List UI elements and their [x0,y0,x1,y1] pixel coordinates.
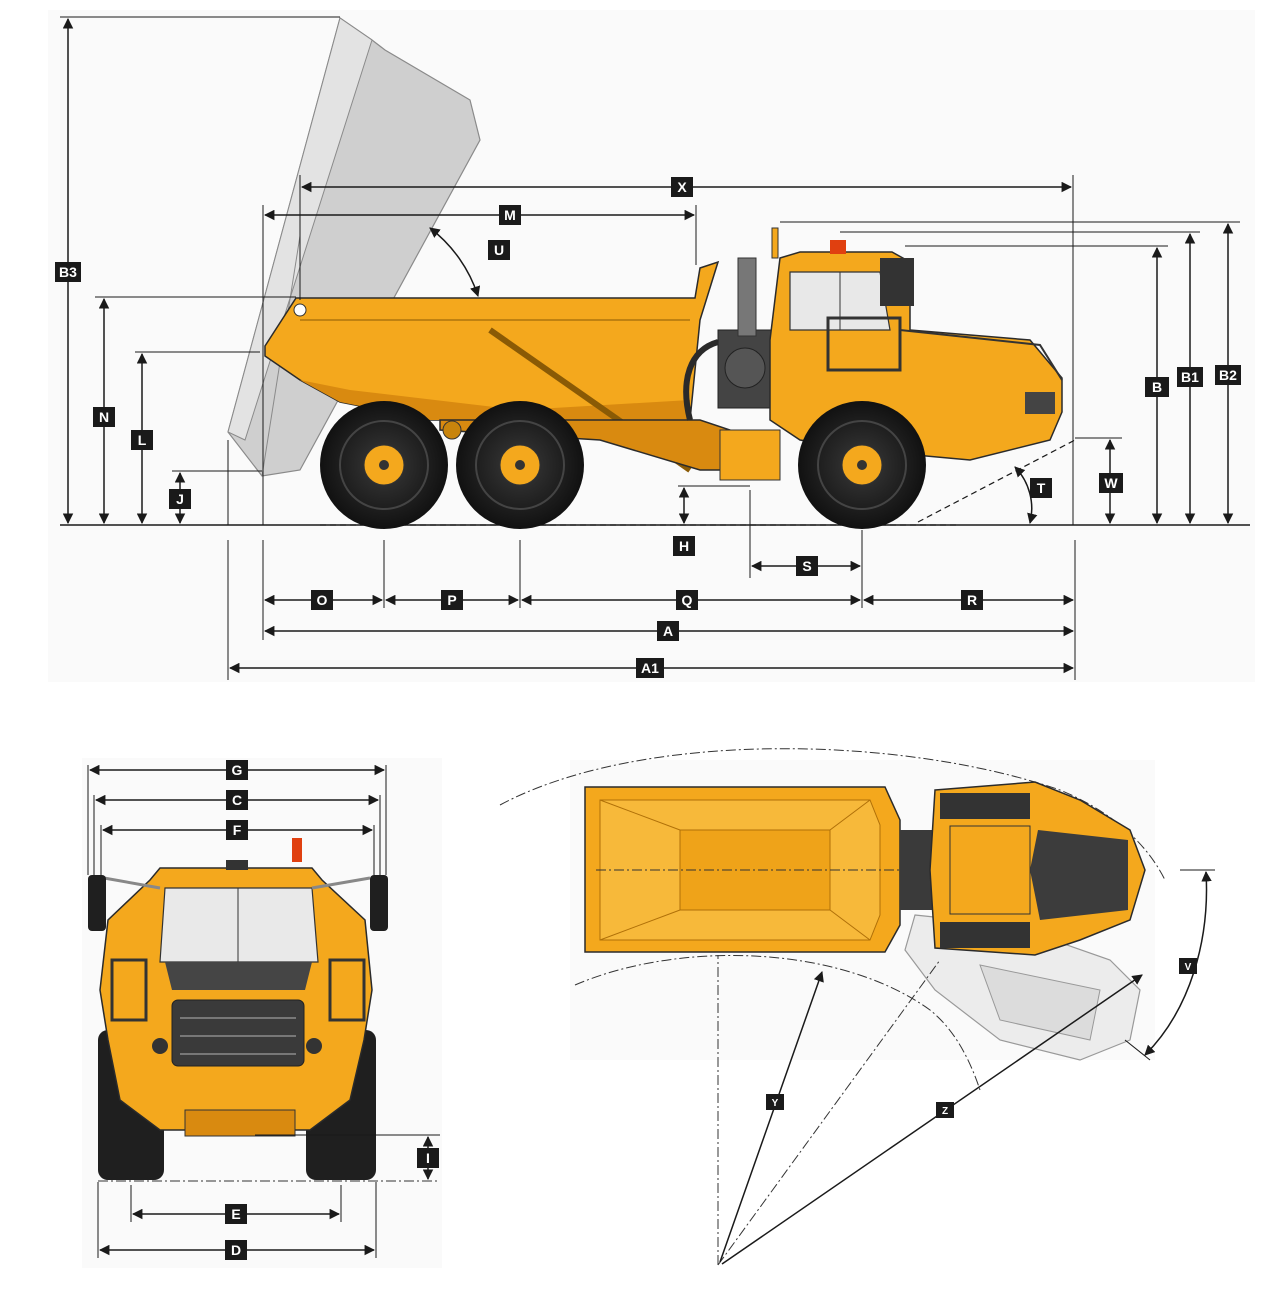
rear-tire-2 [456,401,584,529]
svg-text:R: R [967,592,977,608]
svg-text:M: M [504,207,516,223]
svg-text:Y: Y [772,1098,779,1109]
label-p: P [441,590,463,610]
svg-text:G: G [232,762,243,778]
svg-text:J: J [176,491,184,507]
svg-text:F: F [233,822,242,838]
dim-y-line [719,971,824,1263]
svg-text:S: S [802,558,811,574]
label-c: C [226,790,248,810]
svg-text:V: V [1185,962,1192,973]
front-body [99,838,373,1137]
svg-text:H: H [679,538,689,554]
front-view: G C F I E D [82,758,442,1268]
svg-text:Q: Q [682,592,693,608]
label-g: G [226,760,248,780]
svg-text:A: A [663,623,673,639]
label-q: Q [676,590,698,610]
label-b3: B3 [55,262,81,282]
svg-text:B2: B2 [1219,367,1237,383]
dim-z-line [721,974,1143,1265]
label-b1: B1 [1177,367,1203,387]
label-e: E [225,1204,247,1224]
svg-text:Z: Z [942,1106,948,1117]
label-s: S [796,556,818,576]
label-f: F [226,820,248,840]
label-i: I [417,1148,439,1168]
svg-text:X: X [677,179,687,195]
svg-text:C: C [232,792,242,808]
dim-u-arc [429,227,481,297]
svg-text:N: N [99,409,109,425]
svg-text:P: P [447,592,456,608]
front-tire [798,401,926,529]
label-o: O [311,590,333,610]
label-b: B [1145,377,1169,397]
svg-text:U: U [494,242,504,258]
svg-text:L: L [138,432,147,448]
svg-text:T: T [1037,480,1046,496]
svg-text:A1: A1 [641,660,659,676]
rear-tire-1 [320,401,448,529]
svg-text:E: E [231,1206,240,1222]
label-j: J [169,489,191,509]
label-d: D [225,1240,247,1260]
label-r: R [961,590,983,610]
top-view: V Y Z [499,748,1215,1266]
svg-text:O: O [317,592,328,608]
left-mirror [88,875,161,931]
dim-t-arc [1014,466,1038,525]
label-t: T [1030,478,1052,498]
inner-turning-arc [574,955,981,1091]
label-l: L [131,430,153,450]
svg-text:B3: B3 [59,264,77,280]
svg-text:D: D [231,1242,241,1258]
label-x: X [671,177,693,197]
label-z: Z [936,1102,954,1118]
svg-text:W: W [1104,475,1118,491]
label-m: M [499,205,521,225]
label-w: W [1099,473,1123,493]
svg-text:B1: B1 [1181,369,1199,385]
right-mirror [311,875,388,931]
hitch-and-engine [683,257,781,481]
dump-body-top [584,786,1130,953]
label-a1: A1 [636,658,664,678]
side-view: X M U B3 N L J H S T W B B1 B2 O P Q R A… [48,10,1255,682]
label-n: N [93,407,115,427]
label-b2: B2 [1215,365,1241,385]
label-h: H [673,536,695,556]
svg-text:I: I [426,1150,430,1166]
label-a: A [657,621,679,641]
label-u: U [488,240,510,260]
label-v: V [1179,958,1197,974]
label-y: Y [766,1094,784,1110]
cab-top [929,781,1146,956]
svg-text:B: B [1152,379,1162,395]
